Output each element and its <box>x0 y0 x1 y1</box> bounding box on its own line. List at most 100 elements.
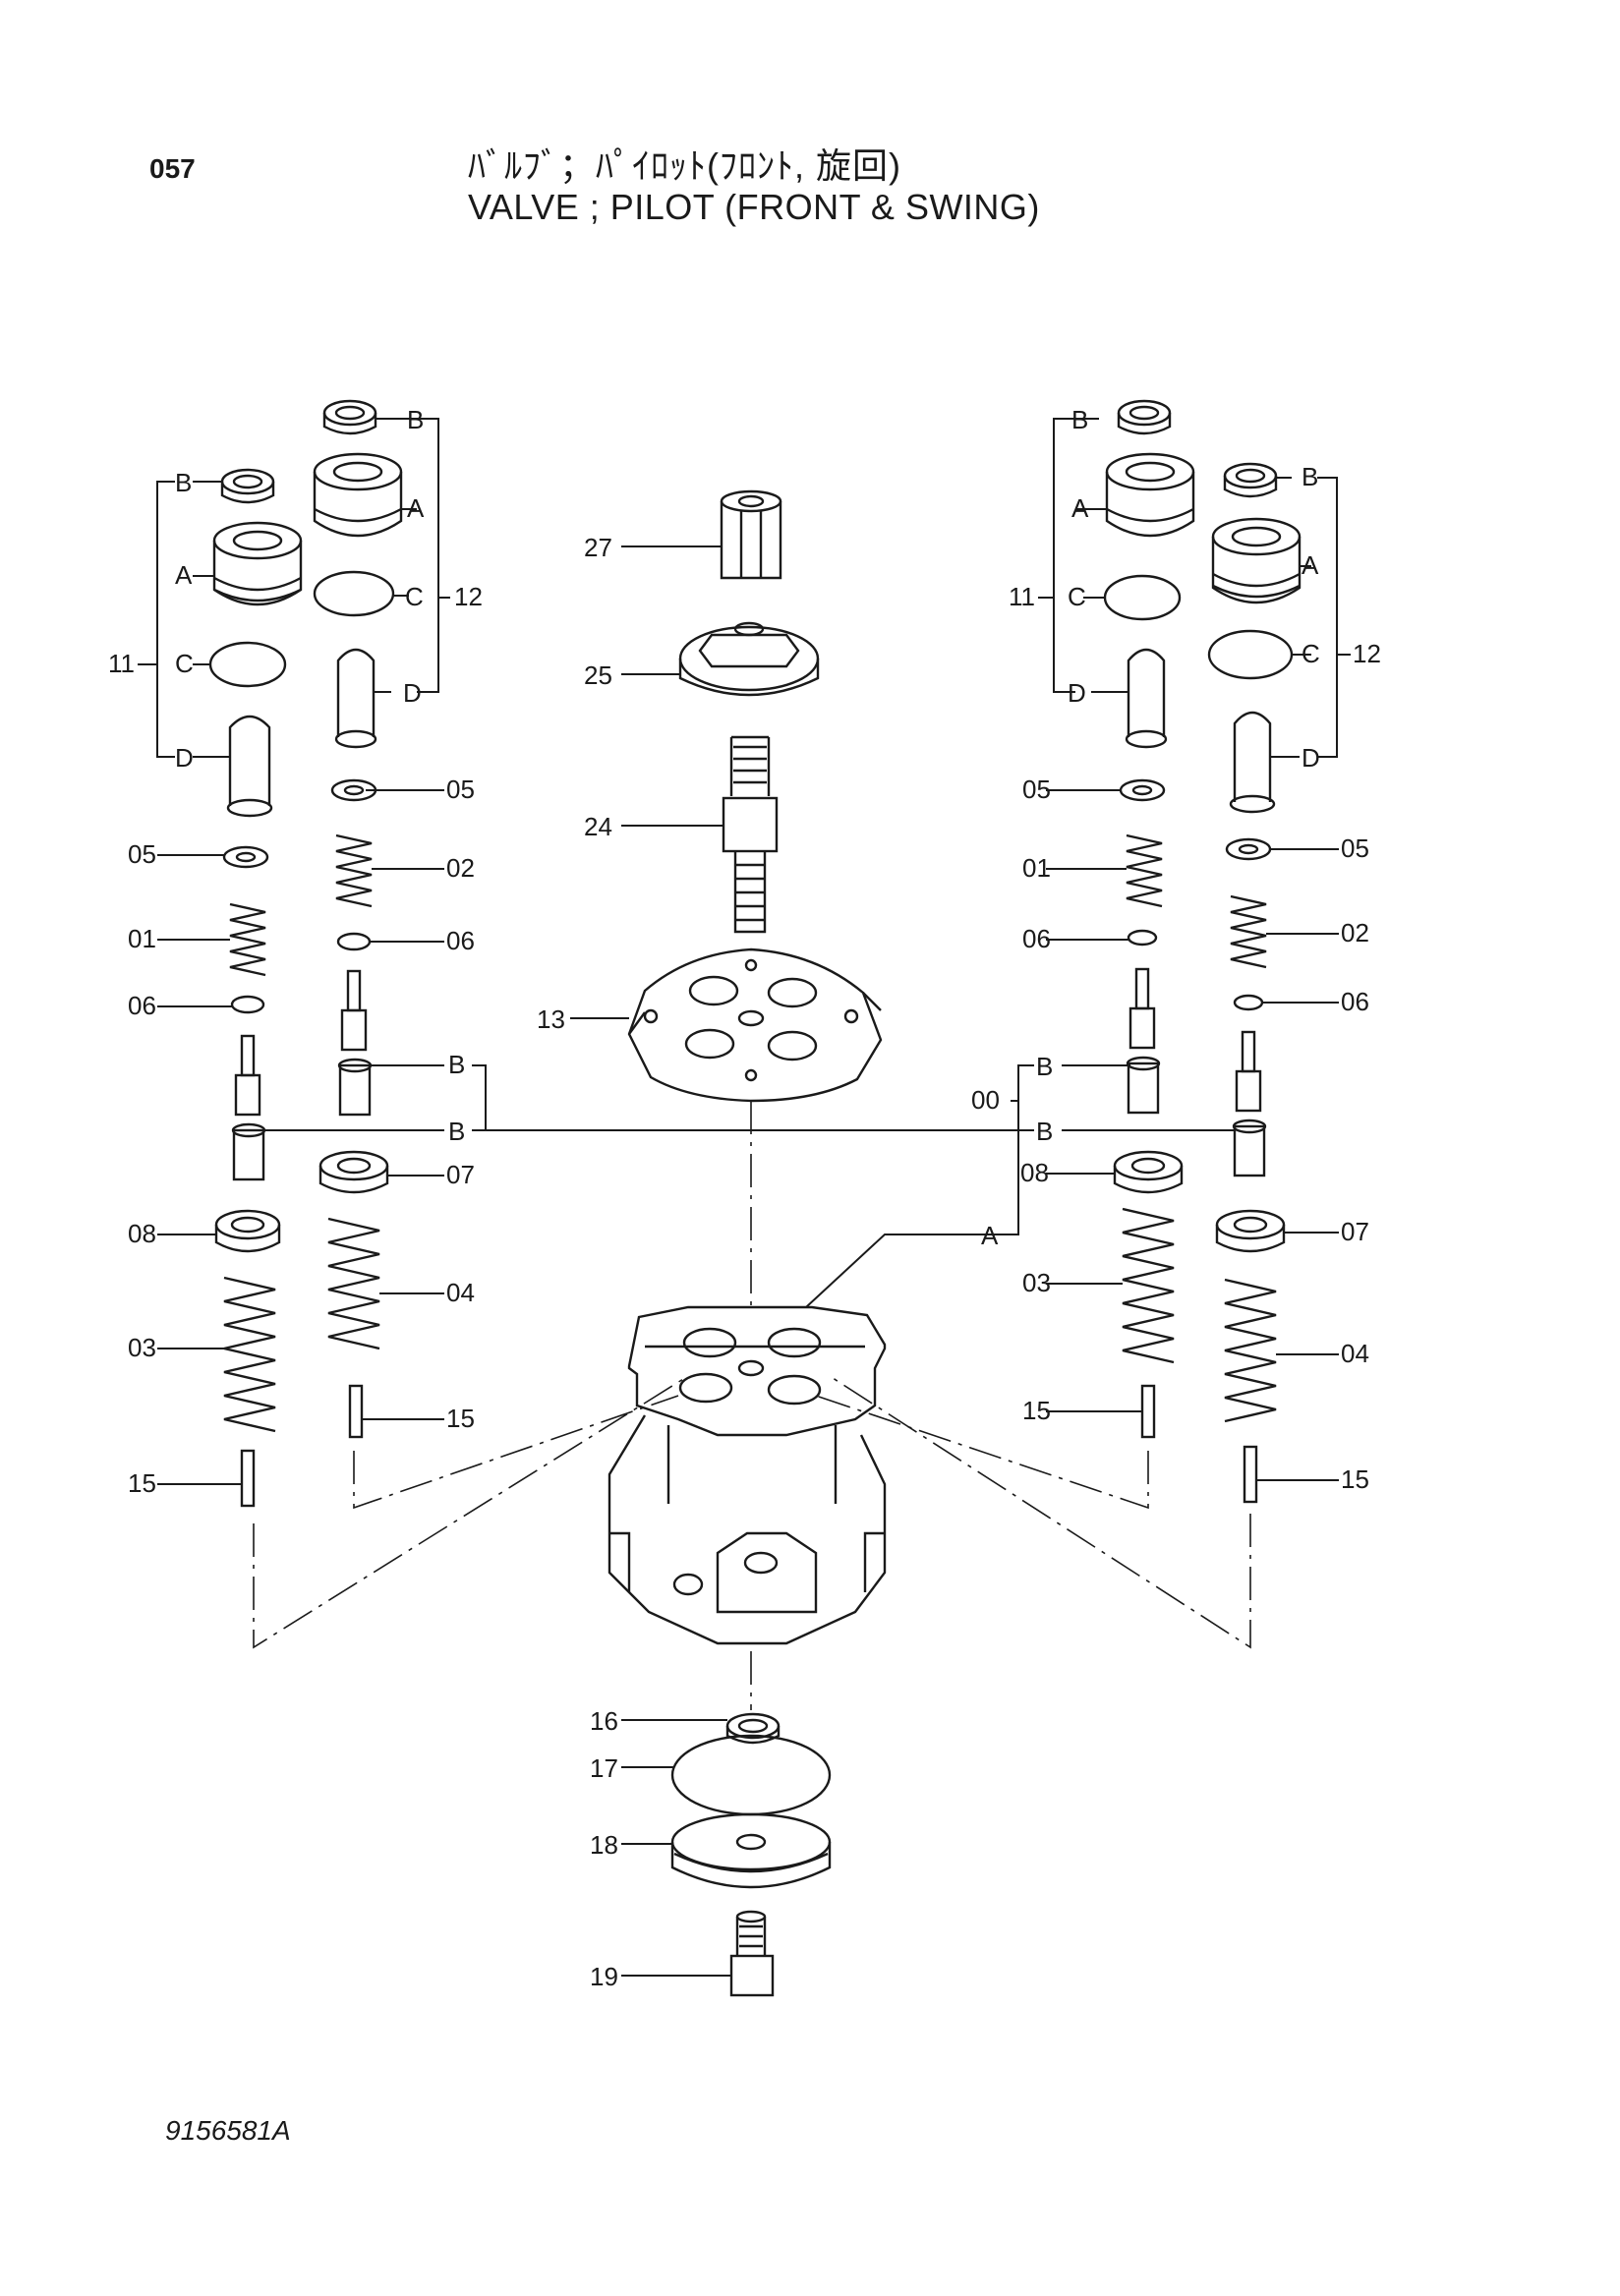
label-right-inner-06: 06 <box>1022 924 1051 953</box>
title-english: VALVE ; PILOT (FRONT & SWING) <box>468 187 1040 227</box>
label-left-05: 05 <box>128 839 156 869</box>
left-outer-cap-b <box>220 468 275 504</box>
right-outer-retainer-05 <box>1225 837 1272 861</box>
title-japanese: ﾊﾞﾙﾌﾞ；ﾊﾟｲﾛｯﾄ(ﾌﾛﾝﾄ, 旋回) <box>468 145 901 186</box>
left-inner-spring-02 <box>335 833 373 908</box>
page-number: 057 <box>149 153 196 184</box>
label-right-00: 00 <box>971 1085 1000 1115</box>
label-right-a-body: A <box>981 1221 999 1250</box>
label-right-b-mid: B <box>1036 1052 1053 1081</box>
right-outer-pin-15 <box>1243 1445 1258 1504</box>
left-inner-plunger-d <box>334 648 377 749</box>
right-outer-spool <box>1232 1030 1267 1177</box>
label-left-11: 11 <box>108 649 135 678</box>
label-right-outer-02: 02 <box>1341 918 1369 947</box>
left-outer-plunger-d <box>226 715 273 818</box>
left-outer-washer-06 <box>230 995 265 1014</box>
left-outer-spring-03 <box>223 1276 276 1433</box>
label-left-inner-b-low: B <box>448 1117 465 1146</box>
assembly-center-lines <box>253 1101 1251 1710</box>
right-outer-spring-02 <box>1230 894 1267 969</box>
label-left-a: A <box>175 560 193 590</box>
left-outer-sleeve-a <box>212 521 303 606</box>
right-inner-spring-01 <box>1126 833 1163 908</box>
label-left-inner-12: 12 <box>454 582 483 611</box>
label-right-outer-15: 15 <box>1341 1464 1369 1494</box>
label-right-outer-04: 04 <box>1341 1339 1369 1368</box>
left-inner-cap-b <box>322 399 377 435</box>
center-seal-16 <box>725 1712 781 1745</box>
label-left-inner-b-mid: B <box>448 1050 465 1079</box>
label-left-inner-b-top: B <box>407 405 424 434</box>
label-right-inner-d: D <box>1068 678 1086 708</box>
label-right-outer-c: C <box>1302 639 1320 668</box>
label-left-c: C <box>175 649 194 678</box>
drawing-code: 9156581A <box>165 2115 291 2146</box>
label-left-inner-c: C <box>405 582 424 611</box>
center-joint-24 <box>722 735 779 934</box>
callout-labels: B A 11 C D 05 01 06 08 03 15 B A C 12 D … <box>108 405 1381 1991</box>
right-inner-nut-08 <box>1113 1150 1184 1194</box>
right-inner-spool <box>1126 967 1161 1115</box>
leader-lines <box>138 418 1351 1977</box>
right-inner-spring-03 <box>1122 1207 1175 1364</box>
center-bolt-19 <box>729 1910 775 1997</box>
label-left-inner-05: 05 <box>446 775 475 804</box>
right-inner-plunger-d <box>1125 648 1168 749</box>
right-outer-nut-07 <box>1215 1209 1286 1253</box>
right-outer-washer-06 <box>1233 994 1264 1011</box>
left-outer-retainer-05 <box>222 845 269 869</box>
right-inner-retainer-05 <box>1119 778 1166 802</box>
label-17: 17 <box>590 1753 618 1783</box>
label-right-inner-b-top: B <box>1071 405 1088 434</box>
left-inner-spring-04 <box>327 1217 380 1350</box>
label-left-15: 15 <box>128 1468 156 1498</box>
right-inner-cap-b <box>1117 399 1172 435</box>
left-inner-sleeve-a <box>313 452 403 538</box>
label-right-inner-03: 03 <box>1022 1268 1051 1297</box>
center-plug-18 <box>670 1812 832 1889</box>
right-outer-sleeve-a <box>1211 517 1302 604</box>
label-right-inner-c: C <box>1068 582 1086 611</box>
label-right-outer-05: 05 <box>1341 833 1369 863</box>
label-13: 13 <box>537 1004 565 1034</box>
label-right-inner-05: 05 <box>1022 775 1051 804</box>
label-right-outer-07: 07 <box>1341 1217 1369 1246</box>
label-right-outer-a: A <box>1302 550 1319 580</box>
center-valve-body <box>608 1305 887 1645</box>
label-left-01: 01 <box>128 924 156 953</box>
left-outer-spring-01 <box>229 902 266 977</box>
left-outer-nut-08 <box>214 1209 281 1253</box>
center-nut-plate-25 <box>678 621 820 697</box>
label-left-d: D <box>175 743 194 773</box>
label-left-inner-15: 15 <box>446 1404 475 1433</box>
left-outer-pin-15 <box>240 1449 256 1508</box>
label-right-inner-a: A <box>1071 493 1089 523</box>
label-right-inner-01: 01 <box>1022 853 1051 883</box>
right-outer-plunger-d <box>1229 711 1276 814</box>
left-inner-spool <box>337 969 373 1117</box>
label-right-outer-b-top: B <box>1302 462 1318 491</box>
left-inner-washer-06 <box>336 932 372 951</box>
label-right-b-low: B <box>1036 1117 1053 1146</box>
center-plate-13 <box>627 947 883 1103</box>
label-left-inner-d: D <box>403 678 422 708</box>
label-right-inner-11: 11 <box>1009 582 1035 611</box>
right-inner-washer-06 <box>1127 929 1158 947</box>
right-outer-cap-b <box>1223 462 1278 498</box>
center-coupling-27 <box>720 489 782 580</box>
label-left-03: 03 <box>128 1333 156 1362</box>
label-right-outer-06: 06 <box>1341 987 1369 1016</box>
label-right-outer-12: 12 <box>1353 639 1381 668</box>
label-right-outer-d: D <box>1302 743 1320 773</box>
label-left-inner-02: 02 <box>446 853 475 883</box>
label-25: 25 <box>584 660 612 690</box>
right-outer-spring-04 <box>1224 1278 1277 1423</box>
right-inner-pin-15 <box>1140 1384 1156 1439</box>
right-inner-o-ring-c <box>1103 574 1182 621</box>
left-inner-o-ring-c <box>313 570 395 617</box>
label-left-inner-a: A <box>407 493 425 523</box>
center-o-ring-17 <box>670 1734 832 1816</box>
left-outer-o-ring-c <box>208 641 287 688</box>
